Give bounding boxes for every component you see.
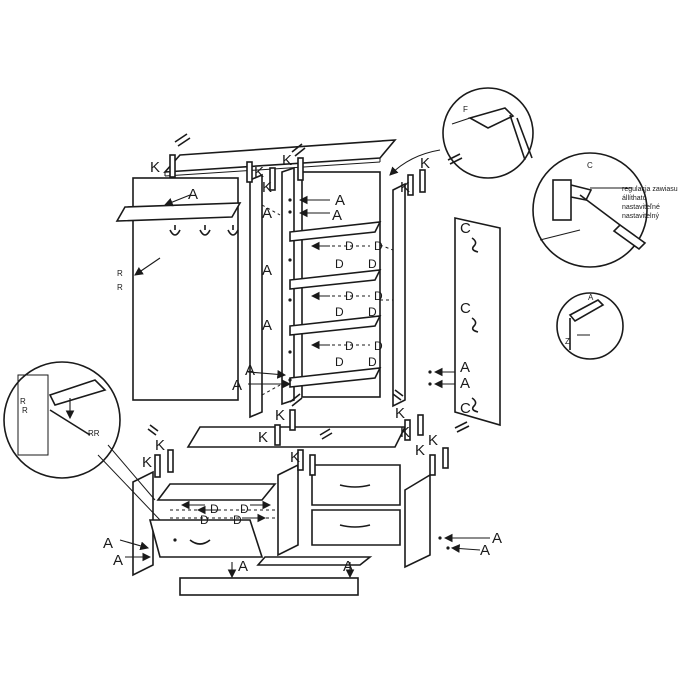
label-r: R xyxy=(22,406,28,415)
label-a: A xyxy=(188,186,198,203)
letter-labels: A A A A A A A A A A A A A A A A A K K K … xyxy=(20,105,594,575)
label-a: A xyxy=(262,317,272,334)
hinge-note-line: nastaviteľné xyxy=(622,204,660,211)
label-r: R xyxy=(20,397,26,406)
label-k: K xyxy=(282,152,292,169)
label-c: C xyxy=(460,300,471,317)
label-a: A xyxy=(238,558,248,575)
lower-cabinet xyxy=(132,463,431,577)
label-d: D xyxy=(345,239,354,253)
left-door xyxy=(249,173,281,419)
label-d: D xyxy=(374,239,383,253)
label-c: C xyxy=(460,400,471,417)
coat-hook-icon xyxy=(169,225,239,236)
label-a: A xyxy=(113,552,123,569)
label-a: A xyxy=(245,362,255,379)
label-z: Z xyxy=(565,337,570,346)
label-k: K xyxy=(262,179,272,196)
hinge-note-line: nastavitelný xyxy=(622,213,659,220)
label-d: D xyxy=(368,305,377,319)
detail-screwdriver xyxy=(442,87,534,179)
label-a: A xyxy=(460,375,470,392)
label-d: D xyxy=(200,513,209,527)
label-a: A xyxy=(335,192,345,209)
label-d: D xyxy=(210,502,219,516)
label-a: A xyxy=(588,293,594,302)
label-a: A xyxy=(460,359,470,376)
label-rr: RR xyxy=(88,429,100,438)
label-d: D xyxy=(233,513,242,527)
label-k: K xyxy=(415,442,425,459)
label-a: A xyxy=(480,542,490,559)
label-a: A xyxy=(343,558,353,575)
label-a: A xyxy=(262,262,272,279)
assembly-dots xyxy=(173,198,450,550)
label-d: D xyxy=(374,289,383,303)
screw-icon xyxy=(147,133,470,440)
label-k: K xyxy=(142,454,152,471)
label-d: D xyxy=(368,355,377,369)
label-k: K xyxy=(254,164,264,181)
label-d: D xyxy=(368,257,377,271)
label-r: R xyxy=(117,269,123,278)
label-k: K xyxy=(290,449,300,466)
label-k: K xyxy=(400,424,410,441)
detail-flap-mechanism xyxy=(3,361,161,521)
label-a: A xyxy=(103,535,113,552)
label-k: K xyxy=(150,159,160,176)
label-a: A xyxy=(232,377,242,394)
label-k: K xyxy=(420,155,430,172)
left-side-wall xyxy=(281,166,295,406)
label-k: K xyxy=(395,405,405,422)
hinge-note-line: állítható xyxy=(622,195,647,202)
label-k: K xyxy=(275,407,285,424)
label-k: K xyxy=(400,179,410,196)
label-r: R xyxy=(117,283,123,292)
hook-panel xyxy=(115,177,242,401)
hinge-adjust-note: regulacja zawiasu állítható nastaviteľné… xyxy=(622,186,678,220)
label-a: A xyxy=(262,205,272,222)
top-panel xyxy=(163,139,397,177)
label-d: D xyxy=(240,502,249,516)
label-a: A xyxy=(332,207,342,224)
right-door xyxy=(454,217,501,427)
label-d: D xyxy=(335,305,344,319)
dowels xyxy=(154,154,449,478)
label-d: D xyxy=(335,257,344,271)
label-d: D xyxy=(345,289,354,303)
label-d: D xyxy=(335,355,344,369)
hinge-note-line: regulacja zawiasu xyxy=(622,186,678,193)
right-side-wall xyxy=(379,182,406,408)
plinth xyxy=(179,562,359,596)
assembly-arrows xyxy=(119,149,490,562)
middle-shelf xyxy=(186,426,407,448)
label-k: K xyxy=(258,429,268,446)
shelf-unit xyxy=(289,171,382,398)
label-c: C xyxy=(587,161,593,170)
label-f: F xyxy=(463,105,468,114)
label-d: D xyxy=(345,339,354,353)
label-k: K xyxy=(155,437,165,454)
label-a: A xyxy=(492,530,502,547)
label-c: C xyxy=(460,220,471,237)
label-k: K xyxy=(428,432,438,449)
label-d: D xyxy=(374,339,383,353)
detail-hinge-adjust xyxy=(532,152,648,268)
detail-gas-strut xyxy=(556,292,624,360)
